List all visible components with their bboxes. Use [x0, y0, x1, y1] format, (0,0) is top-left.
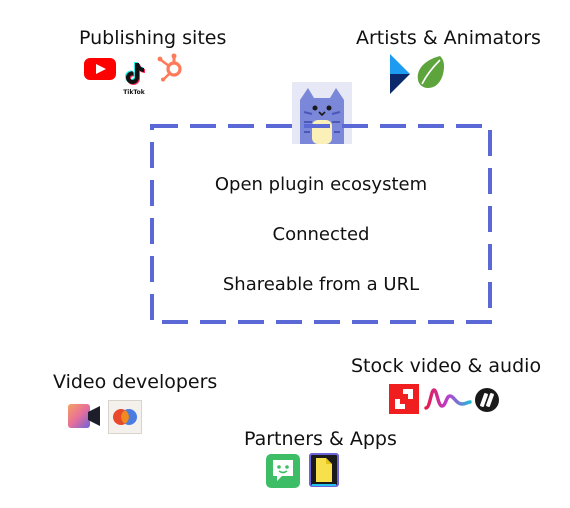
feature-open-plugin-ecosystem: Open plugin ecosystem	[214, 174, 428, 195]
tiktok-icon: TikTok	[121, 60, 147, 96]
mux-icon	[108, 400, 142, 438]
slash-circle-icon	[474, 387, 500, 417]
document-app-icon	[308, 452, 340, 492]
storyblocks-icon	[389, 384, 419, 418]
envato-leaf-icon	[414, 54, 448, 94]
tiktok-caption: TikTok	[123, 89, 145, 96]
camera-app-icon	[68, 402, 100, 434]
feature-shareable-url: Shareable from a URL	[222, 274, 420, 295]
bolt-logo-icon	[388, 54, 412, 98]
hubspot-icon	[156, 52, 186, 86]
chat-robot-icon	[266, 454, 300, 492]
artists-animators-label: Artists & Animators	[356, 27, 541, 49]
video-developers-label: Video developers	[53, 371, 218, 393]
audio-wave-icon	[424, 386, 472, 416]
cat-mascot-icon	[292, 82, 352, 148]
stock-video-audio-label: Stock video & audio	[351, 355, 542, 377]
feature-connected: Connected	[272, 224, 370, 245]
partners-apps-label: Partners & Apps	[244, 428, 397, 450]
plugin-ecosystem-box: Open plugin ecosystem Connected Shareabl…	[150, 124, 492, 324]
youtube-icon	[84, 58, 116, 84]
publishing-sites-label: Publishing sites	[79, 27, 227, 49]
